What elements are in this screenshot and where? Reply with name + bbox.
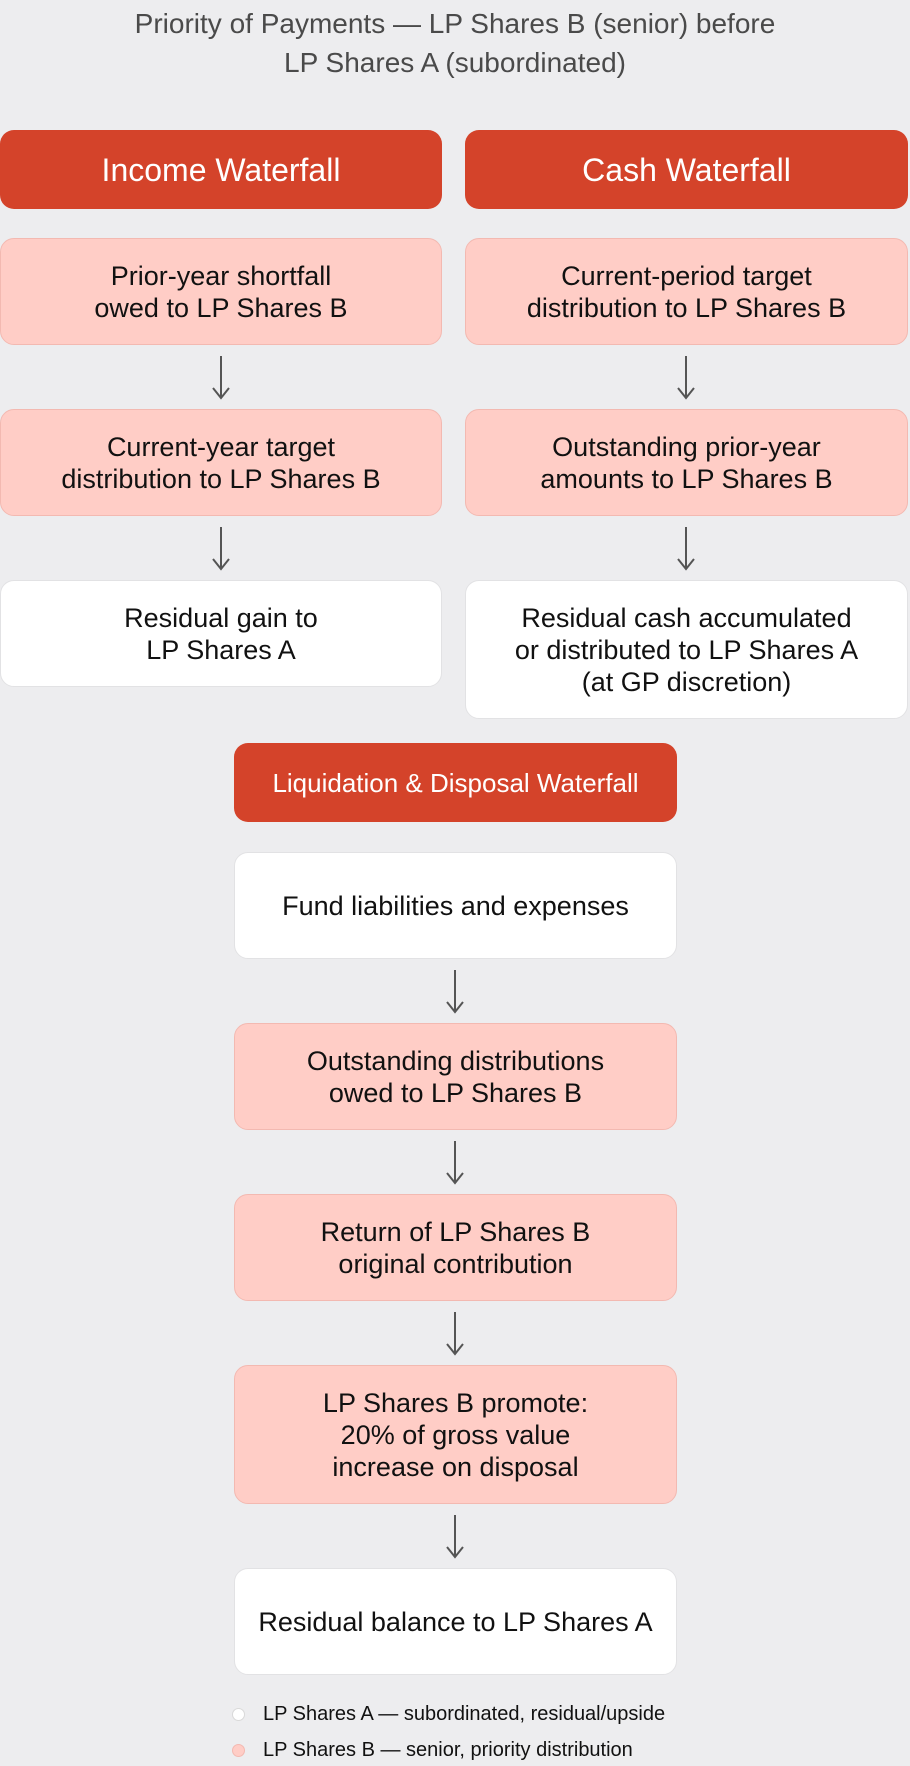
cash-arrow-2 [677, 527, 695, 571]
liquidation-arrow-4 [446, 1515, 464, 1559]
legend-swatch-lp-shares-b [232, 1743, 245, 1757]
income-step-3: Residual gain to LP Shares A [0, 580, 442, 687]
legend-item-lp-shares-b: LP Shares B — senior, priority distribut… [232, 1738, 633, 1762]
liquidation-step-2: Outstanding distributions owed to LP Sha… [234, 1023, 677, 1130]
income-arrow-1 [212, 356, 230, 400]
legend-label-lp-shares-b: LP Shares B — senior, priority distribut… [263, 1739, 633, 1761]
cash-step-2: Outstanding prior-year amounts to LP Sha… [465, 409, 908, 516]
liquidation-arrow-1 [446, 970, 464, 1014]
cash-waterfall-header: Cash Waterfall [465, 130, 908, 209]
liquidation-arrow-3 [446, 1312, 464, 1356]
liquidation-step-4: LP Shares B promote: 20% of gross value … [234, 1365, 677, 1504]
income-waterfall-header: Income Waterfall [0, 130, 442, 209]
cash-arrow-1 [677, 356, 695, 400]
diagram-title: Priority of Payments — LP Shares B (seni… [134, 8, 776, 78]
income-step-1: Prior-year shortfall owed to LP Shares B [0, 238, 442, 345]
liquidation-step-5: Residual balance to LP Shares A [234, 1568, 677, 1675]
liquidation-waterfall-header: Liquidation & Disposal Waterfall [234, 743, 677, 822]
cash-step-1: Current-period target distribution to LP… [465, 238, 908, 345]
liquidation-arrow-2 [446, 1141, 464, 1185]
liquidation-step-3: Return of LP Shares B original contribut… [234, 1194, 677, 1301]
legend-label-lp-shares-a: LP Shares A — subordinated, residual/ups… [263, 1703, 666, 1725]
liquidation-step-1: Fund liabilities and expenses [234, 852, 677, 959]
income-arrow-2 [212, 527, 230, 571]
income-step-2: Current-year target distribution to LP S… [0, 409, 442, 516]
legend-item-lp-shares-a: LP Shares A — subordinated, residual/ups… [232, 1702, 665, 1726]
legend-swatch-lp-shares-a [232, 1707, 245, 1721]
cash-step-3: Residual cash accumulated or distributed… [465, 580, 908, 719]
